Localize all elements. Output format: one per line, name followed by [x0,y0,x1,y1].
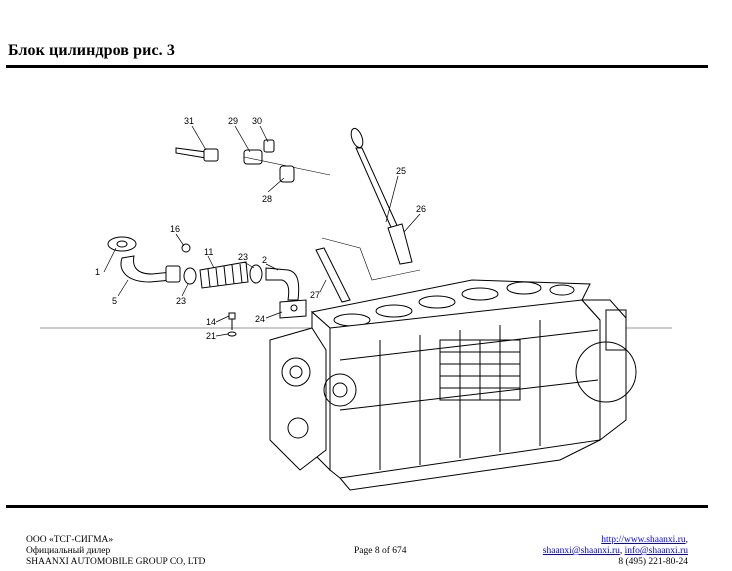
callout-24: 24 [255,314,265,324]
website-comma: , [685,535,688,545]
callout-11: 11 [204,247,213,257]
callout-14: 14 [206,317,216,327]
callout-21: 21 [206,331,216,341]
footer-company-block: ООО «ТСГ-СИГМА» Официальный дилер SHAANX… [26,535,205,568]
callout-25: 25 [396,166,406,176]
callout-29: 29 [228,116,238,126]
callout-28: 28 [262,194,272,204]
callout-23-top: 23 [238,252,248,262]
callout-16: 16 [170,224,180,234]
footer-website-line: http://www.shaanxi.ru, [543,535,688,546]
callout-1: 1 [95,267,100,277]
bolt-washer-drawing [227,312,237,337]
page-title: Блок цилиндров рис. 3 [8,42,175,59]
callout-2: 2 [262,255,267,265]
callout-31: 31 [184,116,194,126]
footer-rule [6,505,708,508]
email-link-shaanxi[interactable]: shaanxi@shaanxi.ru [542,546,620,556]
footer-contact-block: http://www.shaanxi.ru, shaanxi@shaanxi.r… [543,535,688,568]
callout-30: 30 [252,116,262,126]
part-2-drawing [249,264,307,319]
footer-company-name: ООО «ТСГ-СИГМА» [26,535,114,545]
footer-email-line: shaanxi@shaanxi.ru, info@shaanxi.ru [543,546,688,557]
dipstick-drawing [321,127,421,281]
callout-27: 27 [310,290,320,300]
callout-23-bottom: 23 [176,296,186,306]
engine-block-drawing [269,279,637,491]
part-30-drawing [263,139,275,153]
leader-lines [103,125,421,337]
callout-labels: 31 29 30 28 25 26 16 1 11 23 2 5 23 27 2… [95,116,426,341]
part-31-drawing [175,147,219,162]
part-27-drawing [315,247,351,303]
website-link[interactable]: http://www.shaanxi.ru [601,535,686,545]
part-11-drawing [199,261,249,289]
footer-phone: 8 (495) 221-80-24 [618,557,688,567]
email-separator: , [619,546,625,556]
header-rule [6,65,708,68]
elbow-pipe-drawing [107,236,197,285]
callout-5: 5 [112,296,117,306]
callout-26: 26 [416,204,426,214]
footer-page-number: Page 8 of 674 [354,546,407,556]
email-link-info[interactable]: info@shaanxi.ru [624,546,688,556]
footer-manufacturer: SHAANXI AUTOMOBILE GROUP CO, LTD [26,557,206,567]
footer-dealer: Официальный дилер [26,546,111,556]
